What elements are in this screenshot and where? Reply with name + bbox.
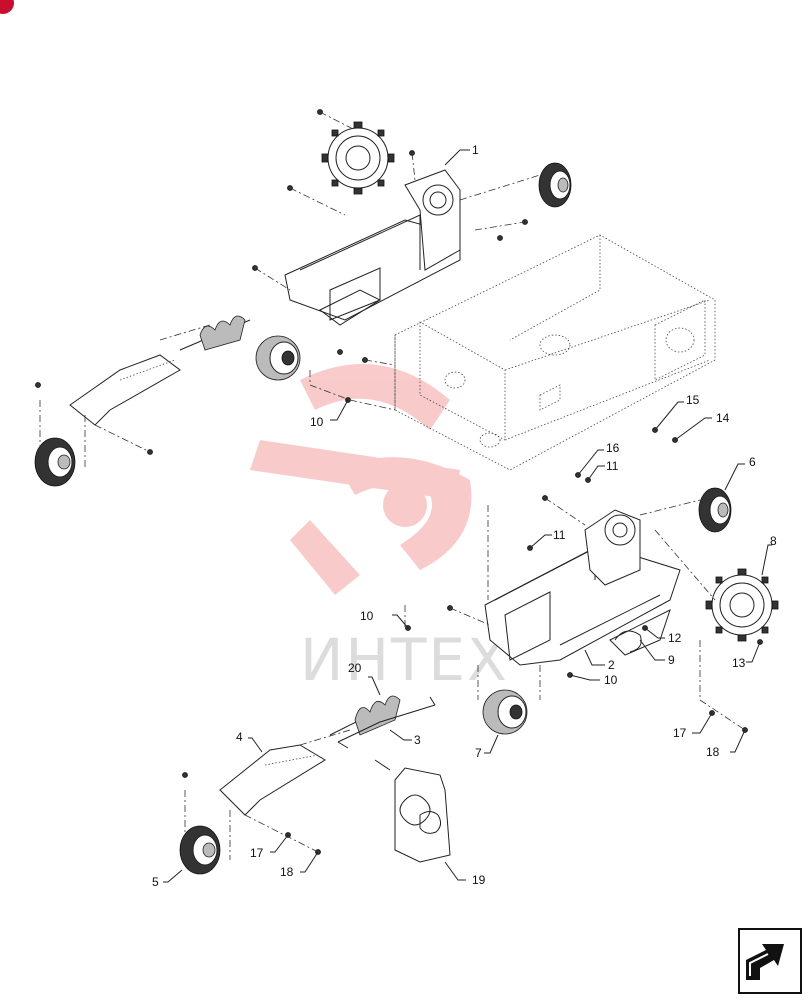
upper-idler-wheel-right bbox=[538, 162, 572, 208]
main-frame bbox=[394, 234, 716, 471]
callout-9: 9 bbox=[668, 653, 675, 667]
callout-6: 6 bbox=[749, 455, 756, 469]
callout-12: 12 bbox=[668, 631, 682, 645]
lower-sprocket bbox=[705, 568, 779, 642]
upper-idler-wheel-left bbox=[34, 437, 76, 487]
callout-7: 7 bbox=[475, 746, 482, 760]
clip-hose bbox=[614, 630, 642, 653]
upper-track-frame bbox=[284, 169, 461, 326]
upper-sprocket bbox=[321, 121, 395, 195]
callout-18-right: 18 bbox=[706, 745, 720, 759]
upper-leaders bbox=[39, 111, 541, 470]
callout-10-lower-right: 10 bbox=[604, 673, 618, 687]
callout-8: 8 bbox=[770, 534, 777, 548]
seal-kit-bag bbox=[394, 767, 451, 863]
callout-20: 20 bbox=[348, 661, 362, 675]
arrow-icon bbox=[746, 944, 784, 980]
lower-roller bbox=[482, 689, 528, 735]
callout-17-right: 17 bbox=[673, 726, 687, 740]
watermark-text: ИНТЕХ bbox=[300, 626, 509, 694]
callout-18-left: 18 bbox=[280, 865, 294, 879]
lower-idler-arm bbox=[219, 744, 326, 816]
callout-3: 3 bbox=[414, 733, 421, 747]
watermark-logo bbox=[250, 364, 472, 595]
upper-idler-arm bbox=[69, 354, 181, 426]
corner-marker bbox=[0, 0, 14, 14]
upper-tensioner-spring bbox=[179, 315, 251, 351]
callout-14: 14 bbox=[716, 411, 730, 425]
lower-idler-wheel-right bbox=[698, 487, 732, 533]
upper-roller bbox=[255, 335, 301, 381]
callout-15: 15 bbox=[686, 393, 700, 407]
callout-16: 16 bbox=[606, 441, 620, 455]
callout-17-left: 17 bbox=[250, 846, 264, 860]
callout-10-upper: 10 bbox=[310, 415, 324, 429]
lower-leaders bbox=[184, 497, 746, 860]
callout-10-lower-left: 10 bbox=[360, 609, 374, 623]
lower-tensioner-spring bbox=[329, 695, 401, 736]
callout-5: 5 bbox=[152, 875, 159, 889]
callout-19: 19 bbox=[472, 873, 486, 887]
nav-arrow-button[interactable] bbox=[738, 928, 802, 994]
lower-idler-wheel-left bbox=[179, 825, 221, 875]
callout-1: 1 bbox=[472, 143, 479, 157]
lower-track-frame bbox=[484, 509, 681, 666]
callout-4: 4 bbox=[236, 730, 243, 744]
callout-2: 2 bbox=[608, 658, 615, 672]
callout-11-upper: 11 bbox=[606, 459, 619, 473]
bracket-3 bbox=[337, 696, 436, 771]
callouts: 1 2 3 4 5 6 7 8 9 10 10 10 11 11 12 13 1 bbox=[152, 143, 777, 889]
callout-11-lower: 11 bbox=[553, 528, 566, 542]
callout-13: 13 bbox=[732, 656, 746, 670]
